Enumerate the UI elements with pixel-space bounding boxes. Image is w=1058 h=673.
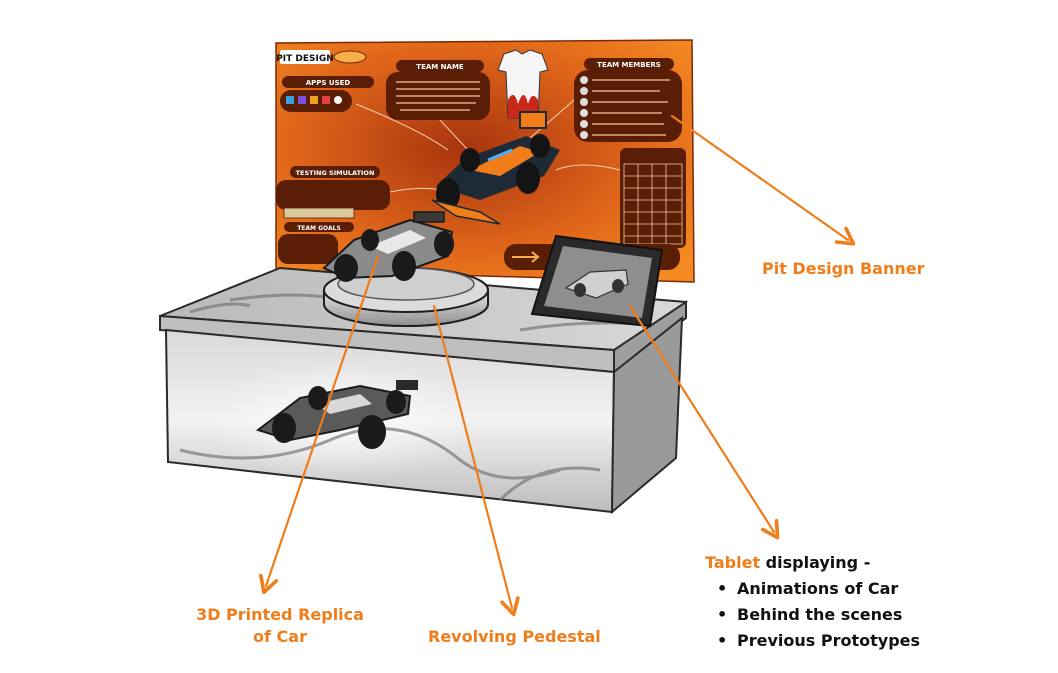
display-tablet xyxy=(530,234,664,328)
team-goals-heading: TEAM GOALS xyxy=(297,225,341,232)
pedestal-arrow xyxy=(432,304,512,608)
app-icon xyxy=(322,96,330,104)
tablet-label-highlight: Tablet xyxy=(705,553,761,572)
team-name-heading-box xyxy=(396,60,484,72)
team-name-heading: TEAM NAME xyxy=(416,63,464,71)
partner-logo xyxy=(333,50,367,64)
replica-label-line1: 3D Printed Replica xyxy=(196,605,364,624)
team-goals-box xyxy=(278,234,338,264)
apps-used-heading: APPS USED xyxy=(306,79,351,87)
tablet-arrow xyxy=(628,304,774,532)
banner-label: Pit Design Banner xyxy=(762,259,925,278)
tablet-feature-item: Animations of Car xyxy=(717,576,920,602)
app-icon xyxy=(298,96,306,104)
banner-arrow xyxy=(670,114,848,240)
tablet-label-heading: Tablet displaying - xyxy=(705,550,920,576)
app-icon xyxy=(310,96,318,104)
callout-arrows xyxy=(266,114,848,608)
banner-arrow-icon xyxy=(512,251,540,263)
apps-used-heading-box xyxy=(282,76,374,88)
team-member-rows xyxy=(580,76,670,139)
app-icon xyxy=(286,96,294,104)
banner-car-illustration xyxy=(431,111,560,225)
testing-simulation-box xyxy=(276,180,390,210)
replica-arrow xyxy=(266,254,380,586)
scores-table-grid xyxy=(623,163,683,245)
logo-text: PIT DESIGN xyxy=(276,54,334,64)
pit-design-logo xyxy=(280,50,330,64)
app-icon xyxy=(334,96,342,104)
team-members-heading: TEAM MEMBERS xyxy=(597,61,661,69)
testing-simulation-heading-box xyxy=(290,166,380,178)
team-members-heading-box xyxy=(584,58,674,70)
tablet-label: Tablet displaying - Animations of Car Be… xyxy=(705,550,920,654)
testing-simulation-heading: TESTING SIMULATION xyxy=(296,169,375,177)
team-members-box xyxy=(574,70,682,142)
tablet-feature-item: Previous Prototypes xyxy=(717,628,920,654)
team-name-text-lines xyxy=(396,81,480,111)
tablet-feature-item: Behind the scenes xyxy=(717,602,920,628)
replica-label: 3D Printed Replica of Car xyxy=(180,604,380,648)
pedestal-label: Revolving Pedestal xyxy=(428,627,601,646)
tablet-label-rest: displaying - xyxy=(760,553,871,572)
pit-design-banner: PIT DESIGN APPS USED TEAM NAME TEAM MEMB… xyxy=(275,39,695,283)
scores-table xyxy=(620,148,686,248)
3d-printed-replica-car xyxy=(322,211,454,282)
simulation-image xyxy=(283,207,355,219)
team-goals-heading-box xyxy=(284,222,354,232)
desk-front-car-illustration xyxy=(255,380,418,449)
tablet-feature-list: Animations of Car Behind the scenes Prev… xyxy=(705,576,920,654)
replica-label-line2: of Car xyxy=(253,627,307,646)
